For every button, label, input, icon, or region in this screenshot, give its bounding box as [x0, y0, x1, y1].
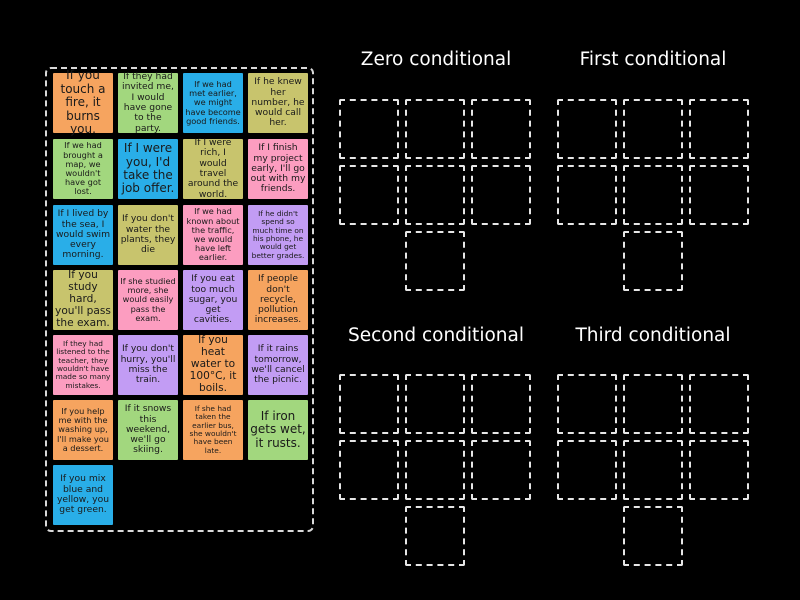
card-pool: If you touch a fire, it burns you.If the… — [45, 67, 314, 532]
drop-slot-second[interactable] — [339, 440, 399, 500]
sentence-card[interactable]: If they had invited me, I would have gon… — [118, 71, 178, 133]
sentence-card[interactable]: If it snows this weekend, we'll go skiin… — [118, 400, 178, 460]
drop-slot-zero[interactable] — [471, 99, 531, 159]
sentence-card[interactable]: If he knew her number, he would call her… — [248, 73, 308, 133]
drop-slot-second[interactable] — [405, 440, 465, 500]
drop-slot-third[interactable] — [689, 374, 749, 434]
group-title-first: First conditional — [579, 49, 727, 70]
sentence-card[interactable]: If I were you, I'd take the job offer. — [118, 139, 178, 199]
sentence-card[interactable]: If you heat water to 100°C, it boils. — [183, 334, 243, 395]
drop-slot-first[interactable] — [557, 99, 617, 159]
drop-slot-first[interactable] — [689, 99, 749, 159]
drop-slot-third[interactable] — [557, 374, 617, 434]
drop-slot-second[interactable] — [339, 374, 399, 434]
sentence-card[interactable]: If you mix blue and yellow, you get gree… — [53, 465, 113, 525]
sentence-card[interactable]: If we had met earlier, we might have bec… — [183, 73, 243, 133]
sentence-card[interactable]: If people don't recycle, pollution incre… — [248, 270, 308, 330]
drop-slot-zero[interactable] — [405, 99, 465, 159]
drop-slot-second[interactable] — [405, 506, 465, 566]
drop-slot-first[interactable] — [557, 165, 617, 225]
sentence-card[interactable]: If you touch a fire, it burns you. — [53, 69, 113, 136]
drop-slot-second[interactable] — [471, 440, 531, 500]
drop-slot-third[interactable] — [623, 506, 683, 566]
sentence-card[interactable]: If I lived by the sea, I would swim ever… — [53, 205, 113, 265]
drop-slot-third[interactable] — [623, 440, 683, 500]
drop-slot-first[interactable] — [623, 231, 683, 291]
drop-slot-zero[interactable] — [405, 165, 465, 225]
drop-slot-zero[interactable] — [471, 165, 531, 225]
group-title-zero: Zero conditional — [360, 49, 512, 70]
drop-slot-first[interactable] — [623, 99, 683, 159]
sentence-card[interactable]: If I were rich, I would travel around th… — [183, 137, 243, 199]
sentence-card[interactable]: If you don't water the plants, they die — [118, 205, 178, 265]
sentence-card[interactable]: If you study hard, you'll pass the exam. — [53, 269, 113, 330]
sentence-card[interactable]: If you don't hurry, you'll miss the trai… — [118, 335, 178, 395]
group-title-second: Second conditional — [348, 325, 524, 346]
sentence-card[interactable]: If she had taken the earlier bus, she wo… — [183, 400, 243, 460]
drop-slot-zero[interactable] — [339, 165, 399, 225]
drop-slot-third[interactable] — [623, 374, 683, 434]
sentence-card[interactable]: If we had brought a map, we wouldn't hav… — [53, 139, 113, 199]
sentence-card[interactable]: If it rains tomorrow, we'll cancel the p… — [248, 335, 308, 395]
drop-slot-zero[interactable] — [405, 231, 465, 291]
drop-slot-second[interactable] — [405, 374, 465, 434]
drop-slot-zero[interactable] — [339, 99, 399, 159]
drop-slot-third[interactable] — [689, 440, 749, 500]
sentence-card[interactable]: If we had known about the traffic, we wo… — [183, 205, 243, 265]
drop-slot-first[interactable] — [623, 165, 683, 225]
drop-slot-first[interactable] — [689, 165, 749, 225]
sentence-card[interactable]: If they had listened to the teacher, the… — [53, 335, 113, 395]
drop-slot-second[interactable] — [471, 374, 531, 434]
sentence-card[interactable]: If I finish my project early, I'll go ou… — [248, 139, 308, 199]
sentence-card[interactable]: If he didn't spend so much time on his p… — [248, 205, 308, 265]
sentence-card[interactable]: If you help me with the washing up, I'll… — [53, 400, 113, 460]
sentence-card[interactable]: If iron gets wet, it rusts. — [248, 400, 308, 460]
group-title-third: Third conditional — [575, 325, 731, 346]
sentence-card[interactable]: If she studied more, she would easily pa… — [118, 270, 178, 330]
drop-slot-third[interactable] — [557, 440, 617, 500]
sentence-card[interactable]: If you eat too much sugar, you get cavit… — [183, 270, 243, 330]
